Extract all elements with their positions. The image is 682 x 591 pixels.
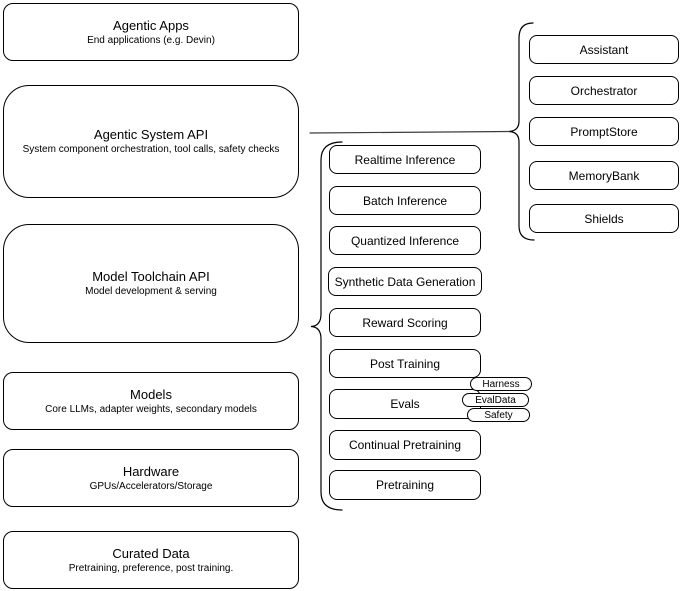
pill-safety: Safety [467, 408, 530, 422]
node-reward-scoring: Reward Scoring [329, 308, 481, 337]
node-title: Models [130, 386, 172, 402]
system-connector-line [309, 130, 510, 134]
node-subtitle: Pretraining, preference, post training. [68, 562, 234, 574]
node-title: Agentic Apps [113, 17, 189, 33]
pill-harness: Harness [470, 377, 532, 391]
node-quantized-inference: Quantized Inference [329, 226, 481, 255]
node-subtitle: GPUs/Accelerators/Storage [89, 480, 213, 492]
node-hardware: Hardware GPUs/Accelerators/Storage [3, 449, 299, 507]
toolchain-brace [310, 141, 343, 511]
node-shields: Shields [529, 204, 679, 233]
node-subtitle: Model development & serving [85, 286, 217, 297]
node-model-toolchain-api: Model Toolchain API Model development & … [3, 224, 299, 343]
node-continual-pretraining: Continual Pretraining [329, 430, 481, 460]
node-promptstore: PromptStore [529, 117, 679, 146]
node-subtitle: System component orchestration, tool cal… [22, 144, 280, 155]
node-subtitle: End applications (e.g. Devin) [87, 34, 215, 46]
node-title: Agentic System API [93, 127, 209, 142]
node-agentic-apps: Agentic Apps End applications (e.g. Devi… [3, 3, 299, 61]
node-batch-inference: Batch Inference [329, 186, 481, 215]
node-realtime-inference: Realtime Inference [329, 145, 481, 174]
node-models: Models Core LLMs, adapter weights, secon… [3, 372, 299, 430]
node-curated-data: Curated Data Pretraining, preference, po… [3, 531, 299, 589]
node-assistant: Assistant [529, 35, 679, 64]
pill-evaldata: EvalData [462, 393, 529, 407]
node-evals: Evals [329, 389, 481, 419]
node-title: Hardware [122, 463, 180, 479]
node-title: Curated Data [112, 545, 190, 561]
node-post-training: Post Training [329, 349, 481, 378]
node-orchestrator: Orchestrator [529, 76, 679, 105]
node-agentic-system-api: Agentic System API System component orch… [3, 85, 299, 198]
node-pretraining: Pretraining [329, 470, 481, 500]
node-subtitle: Core LLMs, adapter weights, secondary mo… [45, 403, 257, 415]
node-synthetic-data-generation: Synthetic Data Generation [328, 267, 482, 296]
node-memorybank: MemoryBank [529, 161, 679, 190]
node-title: Model Toolchain API [92, 269, 210, 284]
